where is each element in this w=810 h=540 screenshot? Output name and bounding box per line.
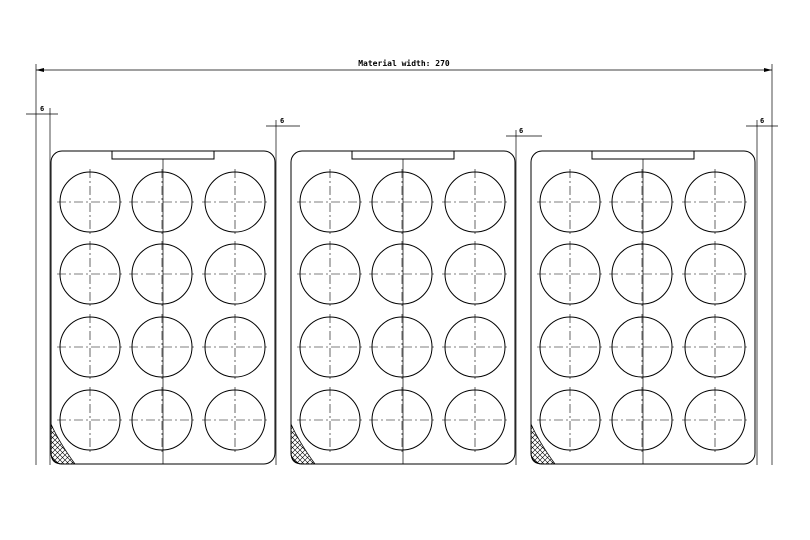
cavity [369,314,435,380]
cavity [57,314,123,380]
cavity [202,387,268,453]
cavity [537,387,603,453]
edge-dimension-2: 6 [266,117,300,465]
cavity [442,314,508,380]
cavity [129,314,195,380]
edge-dimension-label: 6 [519,127,523,135]
material-width-label: Material width: 270 [358,58,450,68]
tray-2 [290,150,516,465]
cavity [129,169,195,235]
tray-1 [50,150,276,465]
cavity [442,387,508,453]
edge-dimension-label: 6 [760,117,764,125]
cavity [202,314,268,380]
left-arrowhead [36,68,44,72]
cavity [609,241,675,307]
tray-3 [530,150,756,465]
hatched-corner [530,423,556,465]
cavity [202,241,268,307]
cavity [537,169,603,235]
cavity [442,241,508,307]
cavity [682,314,748,380]
edge-dimension-3: 6 [506,127,542,465]
cavity [369,169,435,235]
cavity [537,241,603,307]
cavity [609,169,675,235]
cavity [369,387,435,453]
tray-top-tab [591,150,695,160]
cavity [129,387,195,453]
material-width-dimension: Material width: 270 [35,58,773,465]
cavity [57,241,123,307]
cavity [442,169,508,235]
hatched-corner [50,423,76,465]
cavity [369,241,435,307]
cavity [297,314,363,380]
cavity [297,169,363,235]
cavity [57,387,123,453]
cavity [297,241,363,307]
trays-group [50,150,756,465]
cavity [57,169,123,235]
cavity [682,241,748,307]
edge-dimension-4: 6 [746,117,778,465]
cavity [202,169,268,235]
cavity [609,387,675,453]
cavity [682,387,748,453]
cavity [297,387,363,453]
tray-top-tab [111,150,215,160]
cavity [537,314,603,380]
cavity [129,241,195,307]
right-arrowhead [764,68,772,72]
edge-dimension-label: 6 [280,117,284,125]
edge-dimension-label: 6 [40,105,44,113]
edge-dimension-1: 6 [26,105,58,465]
hatched-corner [290,423,316,465]
tray-top-tab [351,150,455,160]
cavity [682,169,748,235]
cavity [609,314,675,380]
